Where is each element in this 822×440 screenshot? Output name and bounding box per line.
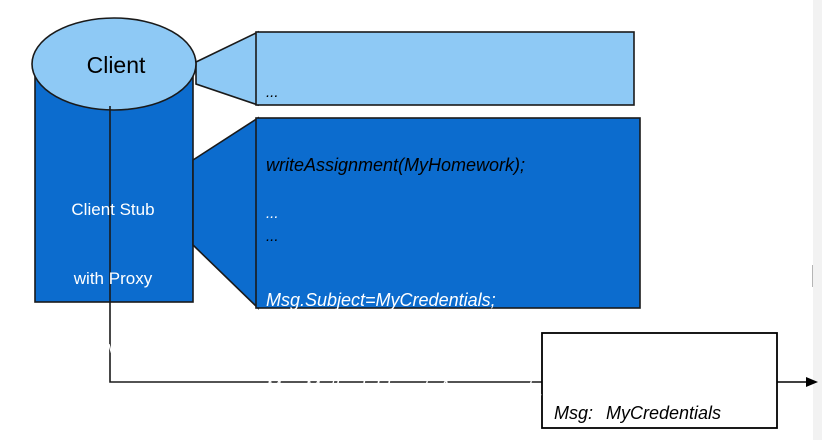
callout-main-line-2: Msg.Subject=MyCredentials;	[266, 290, 496, 310]
callout-main-code: ... Msg.Subject=MyCredentials; Msg.Metho…	[266, 141, 563, 440]
message-box-content: Msg:MyCredentials writeAssignment_Id MyH…	[554, 341, 763, 440]
message-box	[541, 332, 778, 429]
callout-main-line-1: ...	[266, 205, 279, 222]
outgoing-arrow-head	[806, 377, 818, 387]
callout-top-line-2: writeAssignment(MyHomework);	[266, 155, 526, 175]
right-edge-strip	[813, 0, 822, 440]
callout-box-top	[255, 31, 635, 106]
callout-top-line-3: ...	[266, 228, 279, 245]
callout-box-main	[255, 117, 641, 309]
message-box-value-1: MyCredentials	[606, 403, 722, 423]
client-ellipse	[31, 17, 197, 111]
callout-top-code: ... writeAssignment(MyHomework); ...	[266, 33, 525, 297]
callout-main-line-3: Msg.Method_Id=writeAssignment_Id;	[266, 377, 563, 397]
message-box-key: Msg:	[554, 403, 594, 423]
lifeline-connector	[109, 302, 542, 383]
message-box-row-1: Msg: MyCredentials	[554, 399, 763, 428]
callout-tail-main	[192, 116, 259, 310]
callout-top-line-1: ...	[266, 84, 279, 101]
right-edge-tick	[812, 265, 813, 287]
callout-tail-top	[195, 30, 259, 107]
